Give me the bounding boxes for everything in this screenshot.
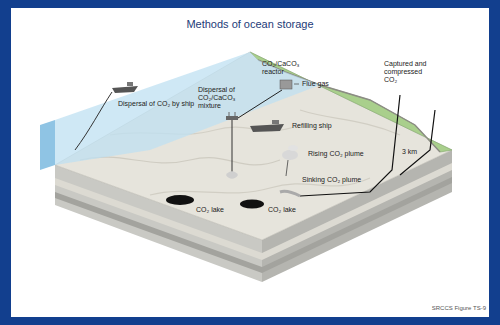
ship-symbol	[250, 124, 284, 132]
sinking-plume	[280, 191, 300, 196]
platform-mast	[235, 112, 236, 116]
seafloor	[55, 52, 452, 240]
sea-surface	[55, 52, 320, 165]
slide-ground	[11, 8, 489, 317]
callout-label: Dispersal of CO₂ by ship	[118, 100, 194, 108]
ship-symbol	[112, 86, 138, 93]
callout-label: CO₂ lake	[196, 206, 224, 214]
rising-plume	[282, 150, 298, 160]
pipeline	[400, 110, 435, 175]
platform-mast	[229, 112, 230, 116]
riser-pipe	[232, 120, 233, 175]
co2-lake	[240, 200, 264, 209]
callout-label: Refilling ship	[292, 122, 332, 130]
mixture-pipeline	[238, 90, 282, 118]
plume-pipe	[286, 160, 288, 176]
ship-cabin	[272, 120, 279, 124]
reactor-symbol	[280, 80, 292, 89]
callout-label: Flue gas	[302, 80, 329, 88]
callout-label: Captured and compressed CO₂	[384, 60, 436, 84]
figure-caption: SRCCS Figure TS-9	[432, 305, 486, 312]
platform-symbol	[226, 116, 238, 120]
callout-label: Dispersal of CO₂/CaCO₃ mixture	[198, 86, 238, 110]
dimension-label: 3 km	[402, 148, 417, 156]
seafloor-ridge	[80, 157, 280, 165]
dispersal-pipe	[75, 92, 112, 150]
ship-cabin	[127, 82, 133, 86]
pipeline	[300, 95, 400, 196]
callout-label: Rising CO₂ plume	[308, 150, 364, 158]
callout-label: CO₂ lake	[268, 206, 296, 214]
callout-label: Sinking CO₂ plume	[302, 176, 361, 184]
flue-gas-line	[294, 84, 299, 85]
sea-edge	[40, 120, 55, 170]
title: Methods of ocean storage	[11, 18, 489, 31]
callout-label: CO₂/CaCO₃ reactor	[262, 60, 298, 76]
rising-plume	[288, 145, 298, 151]
mixture-plume	[226, 171, 238, 179]
land	[250, 52, 452, 152]
co2-lake	[166, 195, 194, 205]
